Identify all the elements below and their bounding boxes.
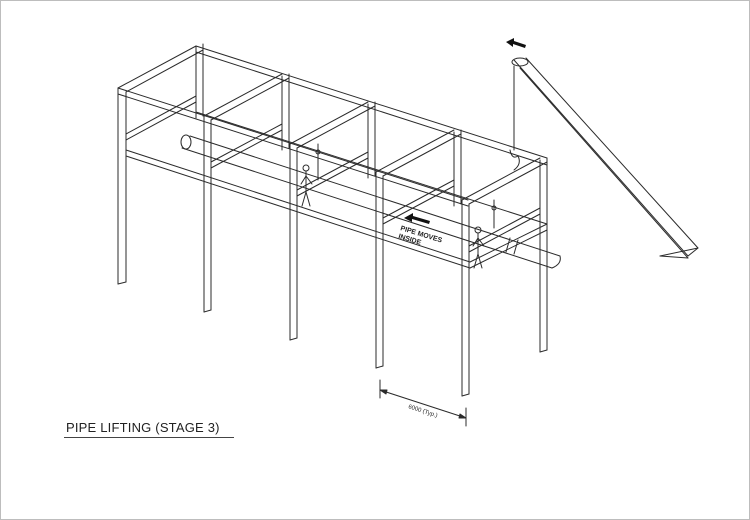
worker-figure-1 [300, 164, 313, 207]
top-back-rail [195, 45, 548, 166]
chain-hoists [315, 65, 520, 229]
top-cross-beams [117, 45, 548, 205]
pipe-moves-arrow [404, 213, 430, 224]
dimension-line [379, 379, 467, 427]
crane-boom [511, 57, 699, 259]
title-underline [64, 437, 234, 438]
front-posts [117, 87, 548, 397]
pipe [180, 134, 561, 269]
dimension-label: 6000 (Typ.) [407, 404, 438, 419]
crane-direction-arrow [506, 38, 526, 48]
mid-cross-beams [125, 95, 541, 253]
back-posts [195, 43, 548, 353]
drawing-title: PIPE LIFTING (STAGE 3) [66, 420, 220, 435]
worker-figure-2 [472, 226, 485, 269]
top-front-rail [117, 87, 469, 207]
